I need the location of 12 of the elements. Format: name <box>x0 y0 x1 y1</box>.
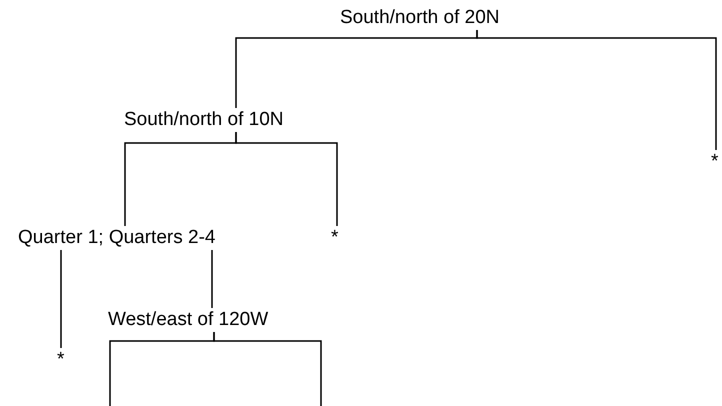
split-label: South/north of 10N <box>124 108 284 132</box>
leaf-marker: * <box>57 348 64 372</box>
leaf-marker: * <box>711 150 718 174</box>
leaf-marker: * <box>331 226 338 250</box>
tree-branch <box>211 250 213 308</box>
tree-branch <box>476 30 717 150</box>
split-label: West/east of 120W <box>108 308 268 332</box>
tree-branch <box>213 332 322 406</box>
split-label: Quarter 1; Quarters 2-4 <box>18 226 216 250</box>
tree-branch <box>235 132 338 226</box>
split-label: South/north of 20N <box>340 6 500 30</box>
tree-branch <box>60 250 62 348</box>
